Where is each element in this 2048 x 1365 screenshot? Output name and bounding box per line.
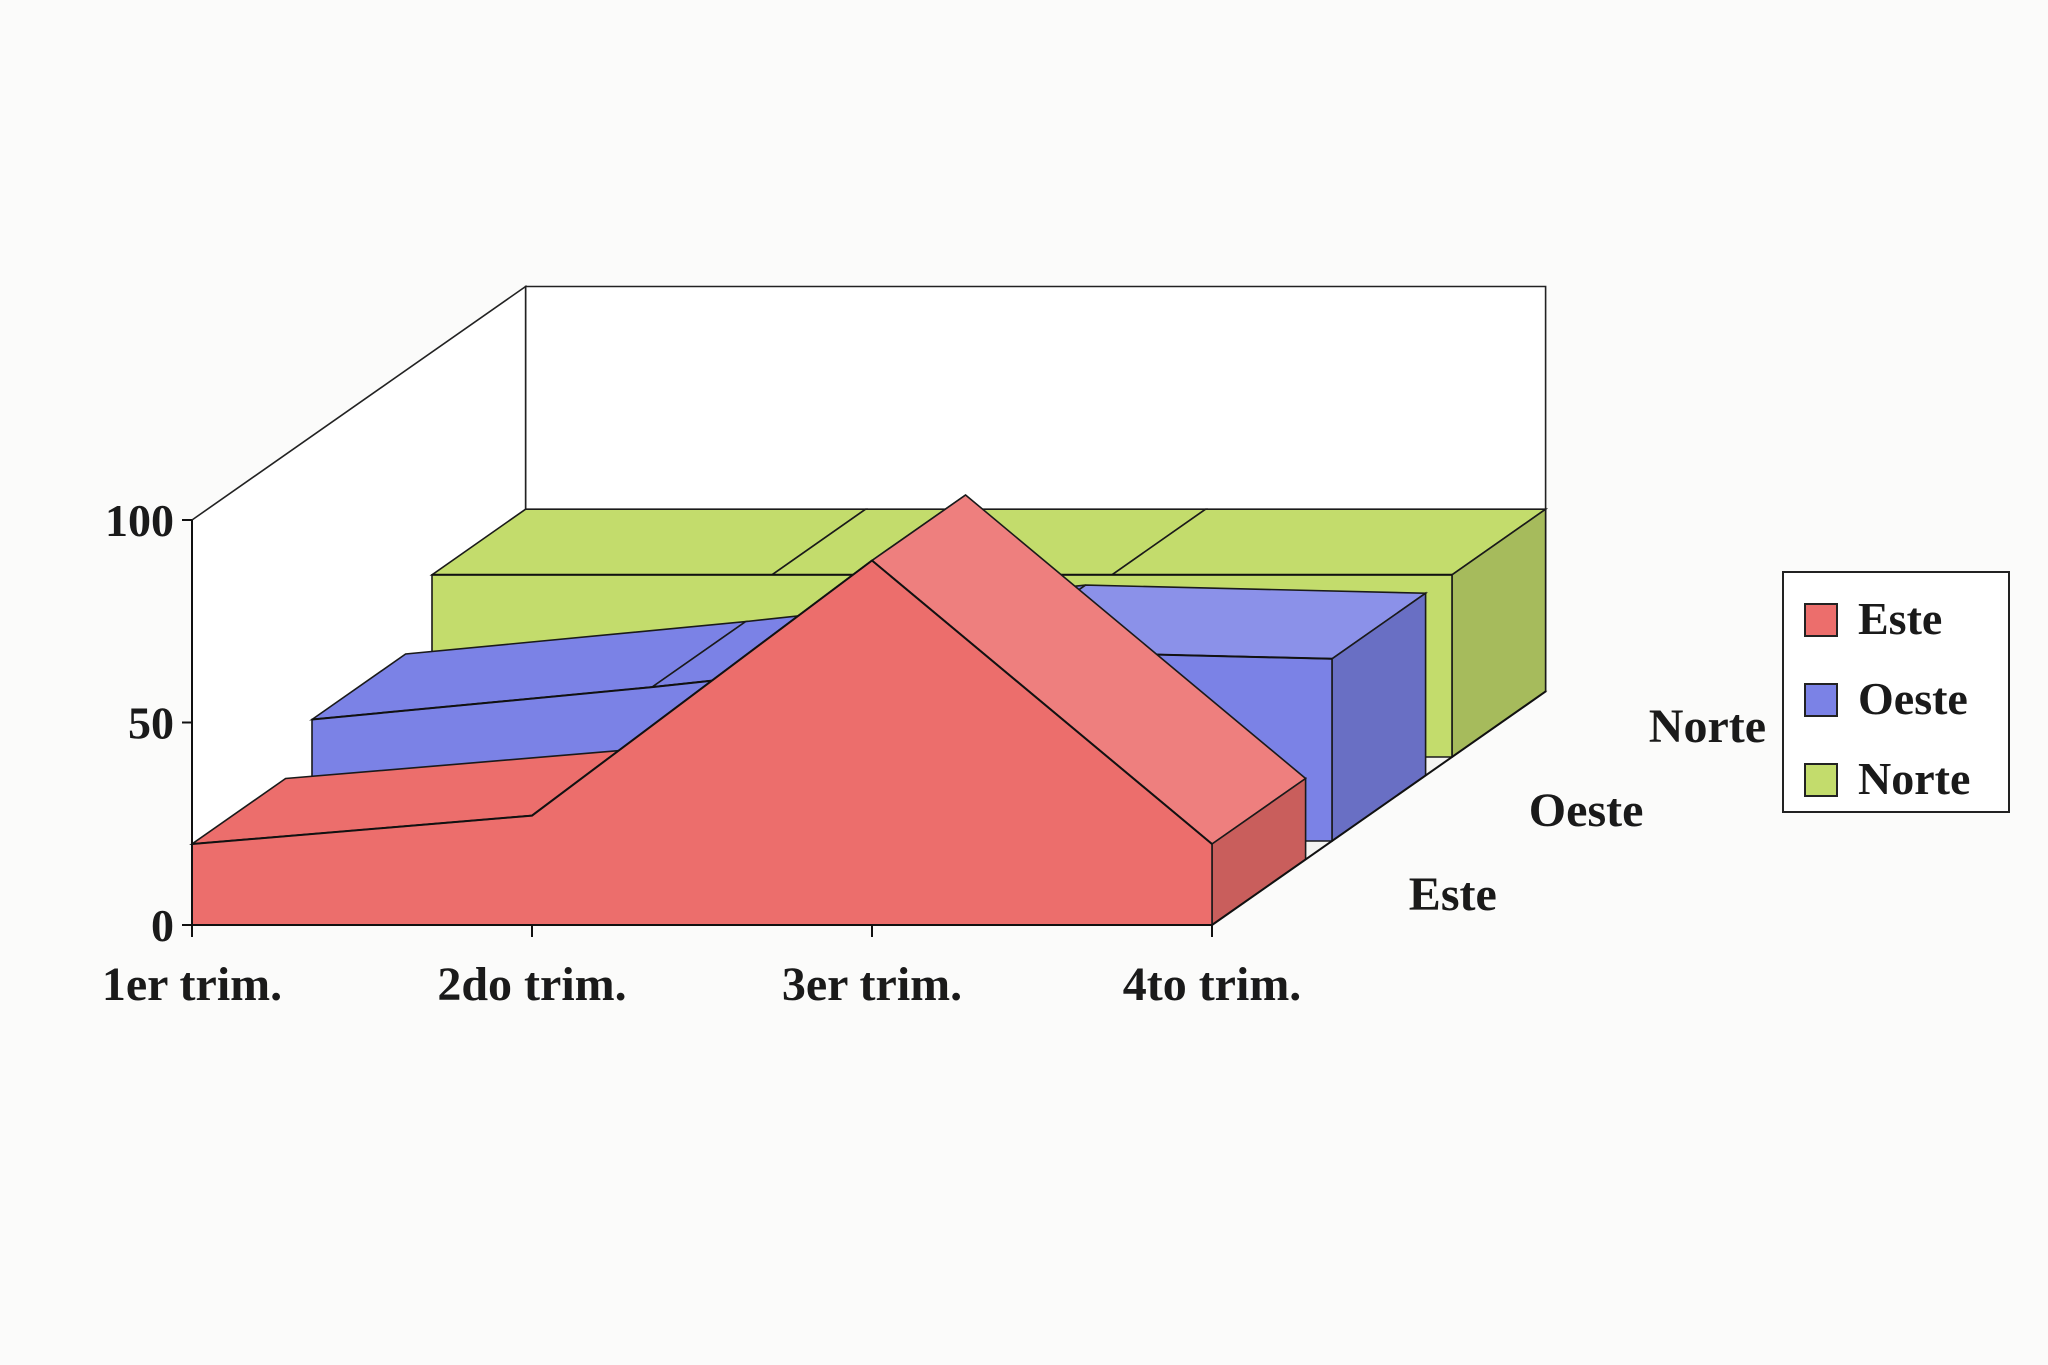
x-tick-label: 3er trim. (782, 958, 962, 1011)
x-tick-label: 1er trim. (102, 958, 282, 1011)
y-tick-label: 100 (105, 495, 174, 546)
legend-swatch-este (1804, 603, 1838, 637)
legend-swatch-oeste (1804, 683, 1838, 717)
series-este (189, 493, 1307, 927)
depth-axis-line (1211, 690, 1547, 926)
y-tick-label: 50 (128, 698, 174, 749)
legend-label: Este (1858, 593, 1942, 644)
legend-label: Oeste (1858, 673, 1968, 724)
depth-label: Oeste (1529, 784, 1644, 837)
y-tick-label: 0 (151, 900, 174, 951)
x-tick-label: 4to trim. (1123, 958, 1302, 1011)
legend-label: Norte (1858, 753, 1970, 804)
legend-swatch-norte (1804, 763, 1838, 797)
x-tick-label: 2do trim. (437, 958, 626, 1011)
depth-label: Este (1409, 868, 1497, 921)
depth-label: Norte (1649, 700, 1766, 753)
series-line-este (191, 559, 1213, 845)
